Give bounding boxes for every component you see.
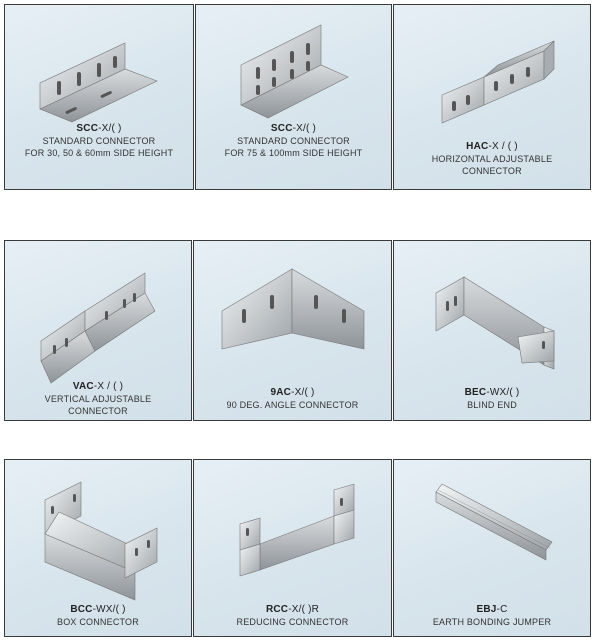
reducing-connector-icon bbox=[239, 483, 355, 577]
product-desc-line-2: CONNECTOR bbox=[462, 166, 522, 176]
product-card-9ac: 9AC-X/( ) 90 DEG. ANGLE CONNECTOR bbox=[193, 240, 392, 421]
product-code-suffix: -X/( ) bbox=[292, 123, 317, 134]
horizontal-adjustable-connector-icon bbox=[441, 40, 555, 124]
product-desc-line-2: FOR 75 & 100mm SIDE HEIGHT bbox=[224, 148, 363, 158]
product-desc-line-1: BLIND END bbox=[467, 400, 517, 410]
standard-connector-short-icon bbox=[39, 42, 158, 123]
product-card-scc-short: SCC-X/( ) STANDARD CONNECTOR FOR 30, 50 … bbox=[4, 4, 194, 190]
angle-connector-icon bbox=[221, 268, 365, 350]
product-code: SCC bbox=[76, 123, 99, 134]
product-code-suffix: -X / ( ) bbox=[488, 141, 518, 152]
product-desc-line-2: FOR 30, 50 & 60mm SIDE HEIGHT bbox=[24, 148, 174, 158]
product-desc-line-1: BOX CONNECTOR bbox=[57, 617, 139, 627]
product-card-bec: BEC-WX/( ) BLIND END bbox=[393, 240, 591, 421]
product-code: VAC bbox=[72, 381, 94, 392]
product-card-vac: VAC-X / ( ) VERTICAL ADJUSTABLE CONNECTO… bbox=[4, 240, 192, 421]
standard-connector-tall-icon bbox=[240, 24, 349, 119]
product-desc-line-1: 90 DEG. ANGLE CONNECTOR bbox=[226, 400, 359, 410]
product-code: EBJ bbox=[476, 604, 497, 615]
product-code-suffix: -WX/( ) bbox=[92, 604, 126, 615]
earth-bonding-jumper-icon bbox=[435, 483, 553, 561]
product-desc-line-1: REDUCING CONNECTOR bbox=[236, 617, 349, 627]
product-code: BCC bbox=[70, 604, 93, 615]
product-card-rcc: RCC-X/( )R REDUCING CONNECTOR bbox=[193, 459, 392, 637]
product-code-suffix: -X/( ) bbox=[291, 387, 315, 398]
product-code: RCC bbox=[265, 604, 289, 615]
product-desc-line-1: STANDARD CONNECTOR bbox=[237, 136, 350, 146]
product-card-bcc: BCC-WX/( ) BOX CONNECTOR bbox=[4, 459, 192, 637]
product-desc-line-1: STANDARD CONNECTOR bbox=[42, 136, 156, 146]
product-code-suffix: -WX/( ) bbox=[486, 387, 520, 398]
product-desc-line-1: HORIZONTAL ADJUSTABLE bbox=[431, 154, 553, 164]
vertical-adjustable-connector-icon bbox=[40, 272, 156, 384]
product-card-hac: HAC-X / ( ) HORIZONTAL ADJUSTABLE CONNEC… bbox=[393, 4, 591, 190]
product-card-scc-tall: SCC-X/( ) STANDARD CONNECTOR FOR 75 & 10… bbox=[195, 4, 392, 190]
blind-end-icon bbox=[435, 276, 555, 370]
product-code-suffix: -X/( ) bbox=[98, 123, 122, 134]
product-code: BEC bbox=[464, 387, 487, 398]
product-code-suffix: -X/( )R bbox=[288, 604, 320, 615]
product-code: 9AC bbox=[270, 387, 292, 398]
product-code: HAC bbox=[466, 141, 489, 152]
product-code-suffix: -X / ( ) bbox=[93, 381, 124, 392]
product-card-ebj: EBJ-C EARTH BONDING JUMPER bbox=[393, 459, 591, 637]
product-code: SCC bbox=[270, 123, 293, 134]
product-code-suffix: -C bbox=[496, 604, 508, 615]
product-desc-line-2: CONNECTOR bbox=[68, 406, 128, 416]
product-desc-line-1: VERTICAL ADJUSTABLE bbox=[44, 394, 152, 404]
product-desc-line-1: EARTH BONDING JUMPER bbox=[432, 617, 552, 627]
box-connector-icon bbox=[44, 481, 158, 601]
